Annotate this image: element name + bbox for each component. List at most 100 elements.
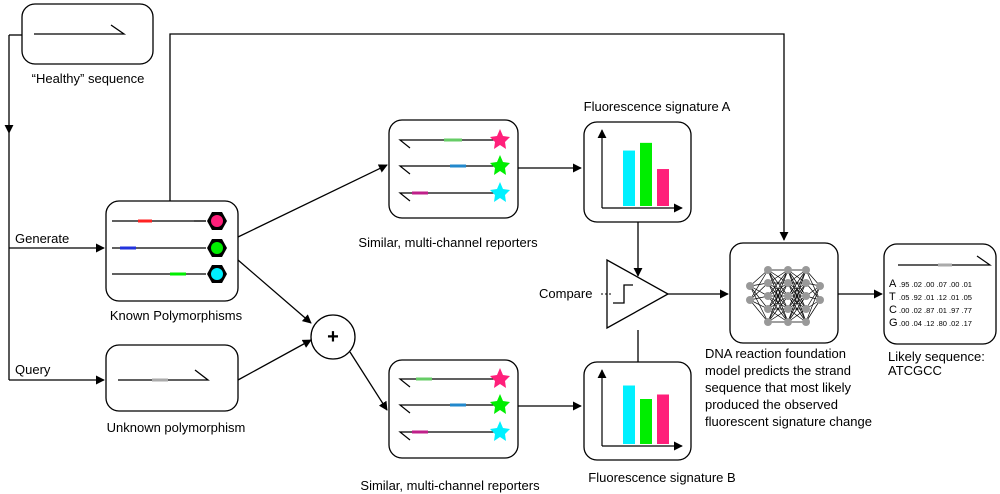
query-label: Query [15, 362, 51, 377]
plus-to-reporters-bottom-arrow [349, 351, 388, 411]
sig-a-label: Fluorescence signature A [584, 99, 731, 114]
comparator-icon [601, 258, 670, 330]
probability-matrix: A .95 .02 .00 .07 .00 .01 T .05 .92 .01 … [889, 278, 972, 329]
nn-edge [767, 282, 789, 323]
model-text-line-5: fluorescent signature change [705, 414, 872, 429]
nn-node [784, 279, 792, 287]
sig-b-box [583, 361, 692, 461]
nn-edge [767, 269, 789, 310]
green-star-icon [490, 394, 510, 414]
nn-edge [787, 282, 807, 323]
nn-edge [805, 285, 821, 323]
nn-node [784, 292, 792, 300]
nn-edge [749, 269, 769, 301]
unknown-label: Unknown polymorphism [107, 420, 246, 435]
model-box [729, 242, 839, 344]
sig-b-bar-magenta [657, 394, 669, 444]
neural-network-icon [746, 266, 824, 326]
known-to-plus-arrow [237, 259, 312, 324]
nn-edge [749, 285, 769, 323]
sig-b-label: Fluorescence signature B [588, 470, 735, 485]
nn-node [816, 282, 824, 290]
matrix-row-label: C [889, 304, 897, 316]
connectors [4, 33, 883, 411]
sig-b-bars [623, 385, 669, 444]
nn-edge [749, 269, 769, 287]
matrix-row-values: .00 .04 .12 .80 .02 .17 [899, 319, 972, 328]
nn-edge [749, 285, 769, 310]
matrix-row-label: T [889, 291, 896, 303]
nn-node [816, 296, 824, 304]
healthy-sequence-box [21, 3, 154, 65]
nn-node [784, 318, 792, 326]
likely-sequence: ATCGCC [888, 363, 942, 378]
nn-node [764, 279, 772, 287]
plus-sign: + [327, 326, 339, 348]
sig-b-bar-cyan [623, 385, 635, 444]
nn-node [784, 266, 792, 274]
compare-label: Compare [539, 286, 592, 301]
known-polymorphisms-box [105, 200, 239, 302]
nn-node [764, 292, 772, 300]
nn-edge [749, 282, 769, 301]
reporters-bottom-label: Similar, multi-channel reporters [360, 478, 540, 493]
nn-edge [767, 269, 789, 323]
reporters-top-box [388, 119, 519, 219]
nn-edge [805, 285, 821, 310]
model-text-line-4: produced the observed [705, 397, 838, 412]
magenta-star-icon [490, 368, 510, 388]
nn-edge [805, 269, 821, 301]
cyan-star-icon [490, 182, 510, 202]
sig-a-box [583, 121, 692, 223]
nn-node [764, 266, 772, 274]
generate-label: Generate [15, 231, 69, 246]
likely-title: Likely sequence: [888, 349, 985, 364]
model-text-line-2: model predicts the strand [705, 363, 851, 378]
nn-edge [787, 269, 807, 323]
matrix-row-values: .05 .92 .01 .12 .01 .05 [899, 293, 972, 302]
reporters-bottom-box [388, 359, 519, 459]
sig-a-bar-cyan [623, 150, 635, 206]
nn-node [802, 305, 810, 313]
nn-edge [787, 295, 807, 323]
model-text-line-3: sequence that most likely [705, 380, 851, 395]
healthy-to-model-arrow [169, 33, 789, 241]
nn-node [784, 305, 792, 313]
likely-sequence-box: A .95 .02 .00 .07 .00 .01 T .05 .92 .01 … [883, 243, 997, 345]
nn-node [746, 282, 754, 290]
nn-node [764, 305, 772, 313]
nn-edge [767, 269, 789, 297]
unknown-to-plus-arrow [237, 339, 312, 381]
nn-node [746, 296, 754, 304]
nn-node [802, 318, 810, 326]
strand-icon [898, 255, 992, 266]
nn-edge [767, 295, 789, 323]
strand-icon [34, 24, 127, 35]
sig-b-bar-green [640, 399, 652, 444]
magenta-star-icon [490, 129, 510, 149]
cyan-star-icon [490, 421, 510, 441]
matrix-row-label: G [889, 317, 898, 329]
nn-node [802, 279, 810, 287]
nn-edge [805, 299, 821, 323]
nn-edge [749, 299, 769, 323]
sig-a-bars [623, 142, 669, 206]
known-label: Known Polymorphisms [110, 308, 243, 323]
nn-edge [787, 269, 807, 297]
sig-a-bar-green [640, 142, 652, 206]
sig-a-bar-magenta [657, 169, 669, 206]
nn-edge [787, 269, 807, 310]
nn-node [802, 292, 810, 300]
healthy-label: “Healthy” sequence [32, 71, 145, 86]
reporters-top-label: Similar, multi-channel reporters [358, 235, 538, 250]
strand-icon [118, 369, 210, 381]
matrix-row-values: .95 .02 .00 .07 .00 .01 [899, 280, 972, 289]
green-star-icon [490, 155, 510, 175]
matrix-row-values: .00 .02 .87 .01 .97 .77 [899, 306, 972, 315]
known-to-reporters-top-arrow [237, 164, 388, 238]
nn-node [764, 318, 772, 326]
unknown-polymorphism-box [105, 344, 239, 412]
matrix-row-label: A [889, 278, 897, 290]
nn-node [802, 266, 810, 274]
